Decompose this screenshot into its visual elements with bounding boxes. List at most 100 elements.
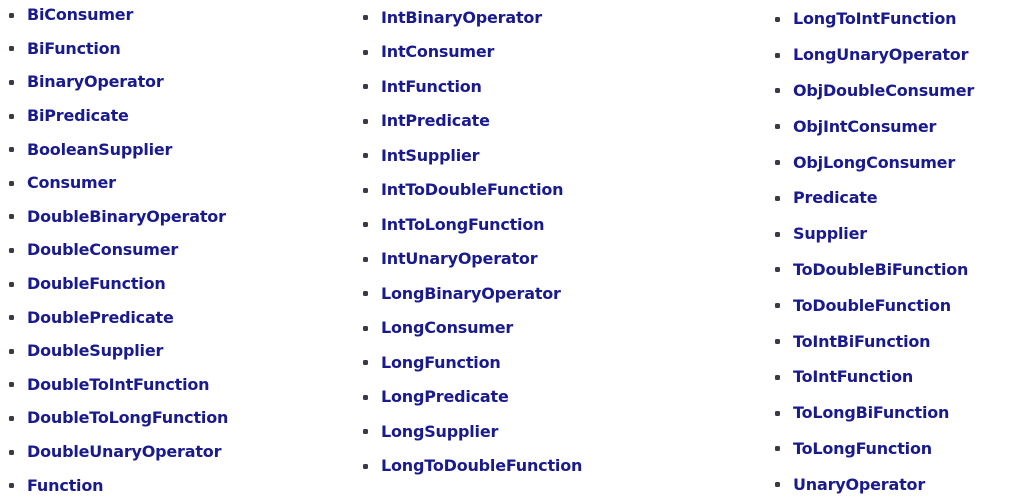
bullet-icon (9, 113, 14, 119)
interface-link[interactable]: LongFunction (381, 352, 501, 372)
list-item: IntBinaryOperator (363, 0, 582, 35)
interface-link[interactable]: BinaryOperator (27, 72, 164, 92)
bullet-icon (363, 15, 368, 21)
interface-link[interactable]: ObjIntConsumer (793, 116, 937, 136)
interface-link[interactable]: ToIntFunction (793, 367, 914, 387)
interface-link[interactable]: IntFunction (381, 76, 482, 96)
list-item: LongUnaryOperator (775, 37, 974, 73)
list-item: IntFunction (363, 69, 582, 104)
list-item: DoubleToLongFunction (9, 401, 228, 435)
interface-link[interactable]: IntPredicate (381, 111, 490, 131)
interface-link[interactable]: UnaryOperator (793, 474, 926, 494)
bullet-icon (363, 360, 368, 366)
list-item: ToLongFunction (775, 431, 974, 467)
interface-link[interactable]: Predicate (793, 188, 878, 208)
interface-link[interactable]: LongPredicate (381, 387, 509, 407)
list-item: ObjIntConsumer (775, 108, 974, 144)
interface-link[interactable]: DoubleConsumer (27, 240, 179, 260)
interface-link[interactable]: IntSupplier (381, 145, 480, 165)
list-item: ToIntFunction (775, 359, 974, 395)
bullet-icon (775, 124, 780, 130)
bullet-icon (9, 12, 14, 18)
interface-list-column-3: LongToIntFunction LongUnaryOperator ObjD… (775, 1, 974, 502)
interface-link[interactable]: Supplier (793, 224, 867, 244)
bullet-icon (363, 429, 368, 435)
interface-link[interactable]: BiFunction (27, 38, 121, 58)
bullet-icon (9, 46, 14, 52)
interface-link[interactable]: IntConsumer (381, 42, 495, 62)
list-item: UnaryOperator (775, 466, 974, 502)
bullet-icon (775, 267, 780, 273)
list-item: IntToLongFunction (363, 207, 582, 242)
bullet-icon (775, 482, 780, 488)
bullet-icon (363, 325, 368, 331)
list-item: ToIntBiFunction (775, 323, 974, 359)
interface-link[interactable]: DoubleFunction (27, 274, 166, 294)
bullet-icon (9, 315, 14, 321)
bullet-icon (9, 180, 14, 186)
bullet-icon (775, 446, 780, 452)
interface-link[interactable]: ToLongFunction (793, 438, 932, 458)
interface-link[interactable]: ToIntBiFunction (793, 331, 931, 351)
interface-link[interactable]: DoubleToLongFunction (27, 408, 229, 428)
interface-link[interactable]: IntBinaryOperator (381, 7, 542, 27)
interface-list-column-1: BiConsumer BiFunction BinaryOperator BiP… (9, 0, 228, 502)
bullet-icon (775, 52, 780, 58)
interface-link[interactable]: DoublePredicate (27, 307, 174, 327)
bullet-icon (775, 160, 780, 166)
bullet-icon (363, 84, 368, 90)
interface-link[interactable]: IntUnaryOperator (381, 249, 538, 269)
list-item: LongBinaryOperator (363, 276, 582, 311)
interface-link[interactable]: ObjLongConsumer (793, 152, 956, 172)
list-item: Function (9, 468, 228, 502)
interface-link[interactable]: ObjDoubleConsumer (793, 80, 975, 100)
bullet-icon (775, 303, 780, 309)
interface-link[interactable]: LongToIntFunction (793, 9, 957, 29)
interface-link[interactable]: LongSupplier (381, 421, 499, 441)
list-item: DoublePredicate (9, 300, 228, 334)
list-item: LongPredicate (363, 380, 582, 415)
interface-link[interactable]: DoubleSupplier (27, 341, 164, 361)
list-item: IntConsumer (363, 35, 582, 70)
bullet-icon (9, 281, 14, 287)
interface-link[interactable]: Consumer (27, 173, 116, 193)
list-item: DoubleToIntFunction (9, 368, 228, 402)
interface-link[interactable]: DoubleToIntFunction (27, 374, 210, 394)
list-item: Consumer (9, 166, 228, 200)
bullet-icon (775, 195, 780, 201)
interface-link[interactable]: ToLongBiFunction (793, 403, 950, 423)
bullet-icon (363, 291, 368, 297)
bullet-icon (775, 16, 780, 22)
bullet-icon (775, 374, 780, 380)
bullet-icon (363, 118, 368, 124)
interface-link[interactable]: IntToDoubleFunction (381, 180, 564, 200)
interface-link[interactable]: DoubleUnaryOperator (27, 442, 222, 462)
list-item: DoubleSupplier (9, 334, 228, 368)
bullet-icon (9, 449, 14, 455)
interface-link[interactable]: LongBinaryOperator (381, 283, 561, 303)
list-item: BiFunction (9, 32, 228, 66)
bullet-icon (363, 222, 368, 228)
list-item: ToDoubleBiFunction (775, 252, 974, 288)
bullet-icon (775, 88, 780, 94)
interface-link[interactable]: Function (27, 475, 104, 495)
interface-link[interactable]: ToDoubleBiFunction (793, 259, 969, 279)
interface-link[interactable]: DoubleBinaryOperator (27, 206, 226, 226)
interface-link[interactable]: BiConsumer (27, 5, 134, 25)
interface-link[interactable]: ToDoubleFunction (793, 295, 951, 315)
interface-link[interactable]: BooleanSupplier (27, 139, 173, 159)
bullet-icon (9, 247, 14, 253)
bullet-icon (363, 463, 368, 469)
list-item: LongToIntFunction (775, 1, 974, 37)
list-item: DoubleConsumer (9, 233, 228, 267)
list-item: IntPredicate (363, 104, 582, 139)
interface-link[interactable]: LongConsumer (381, 318, 514, 338)
interface-link[interactable]: IntToLongFunction (381, 214, 545, 234)
interface-link[interactable]: LongUnaryOperator (793, 45, 969, 65)
interface-link[interactable]: LongToDoubleFunction (381, 456, 583, 476)
list-item: ToLongBiFunction (775, 395, 974, 431)
bullet-icon (363, 187, 368, 193)
list-item: LongConsumer (363, 311, 582, 346)
interface-link[interactable]: BiPredicate (27, 106, 129, 126)
